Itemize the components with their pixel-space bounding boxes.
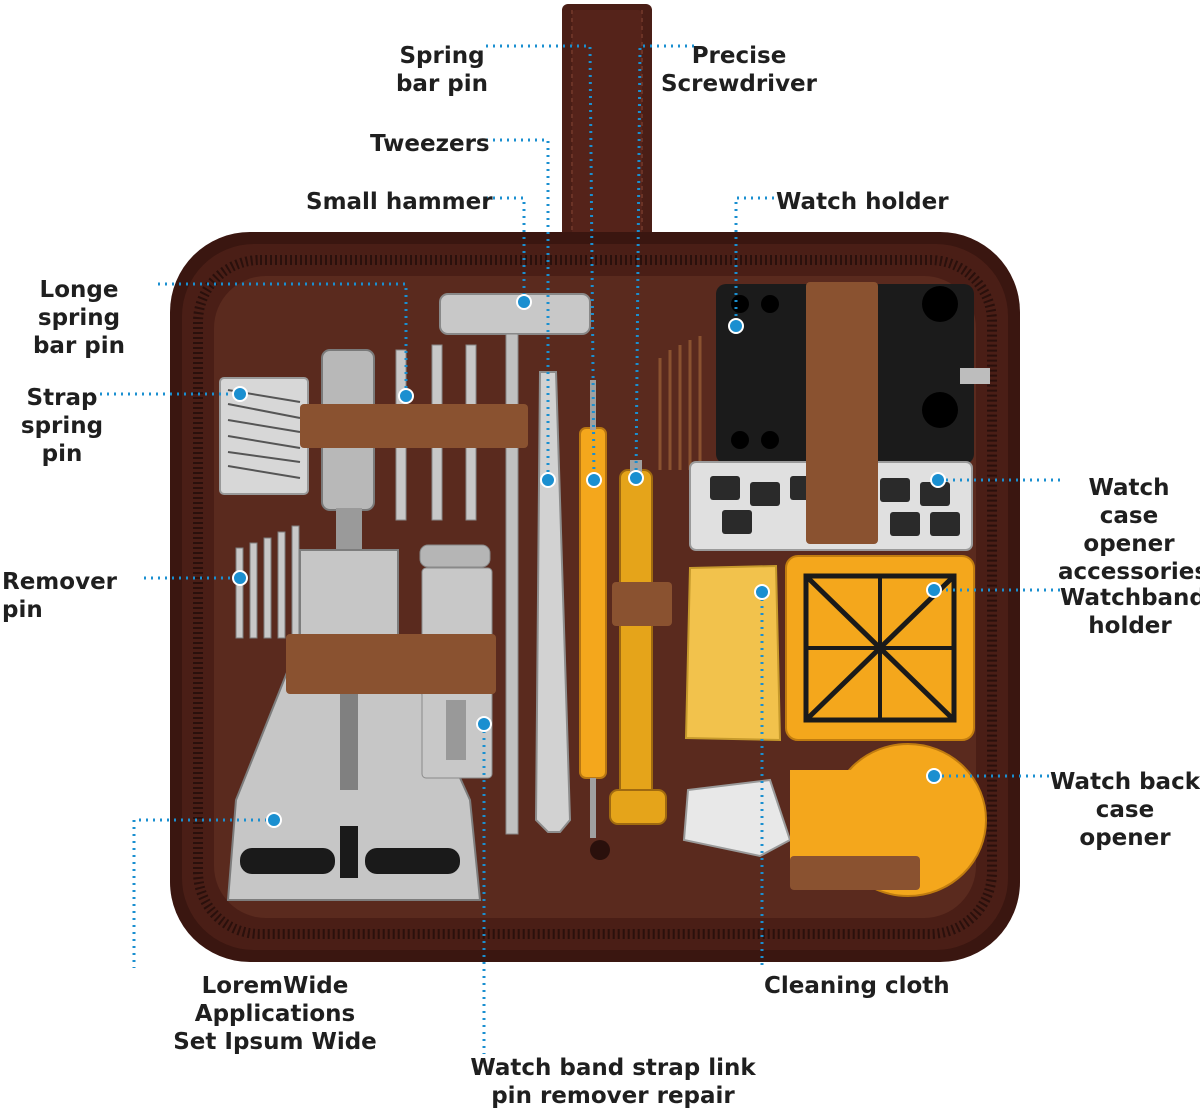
remover-pins [235, 525, 300, 639]
label-strap-spring-pin: Strap spring pin [20, 385, 104, 467]
label-watchband-holder: Watchband holder [1060, 585, 1200, 639]
watchband-holder [785, 555, 975, 741]
label-applications-set: LoremWide Applications Set Ipsum Wide [173, 973, 377, 1055]
label-precise-screwdriver: Precise Screwdriver [660, 43, 817, 97]
precise-screwdriver [609, 460, 667, 825]
label-tweezers: Tweezers [370, 131, 490, 157]
small-hammer [439, 293, 591, 835]
leader-lines [100, 44, 1060, 1054]
cleaning-cloth [684, 564, 782, 742]
label-watch-holder: Watch holder [776, 189, 949, 215]
label-small-hammer: Small hammer [306, 189, 493, 215]
label-spring-bar-pin: Spring bar pin [395, 43, 489, 97]
label-remover-pin: Remover pin [2, 569, 118, 623]
elastic-straps [286, 404, 920, 890]
holder-elastic-strap [806, 282, 878, 544]
label-cleaning-cloth: Cleaning cloth [764, 973, 950, 999]
label-watch-back-case-opener: Watch back case opener [1050, 769, 1200, 851]
spring-bar-tool [579, 380, 607, 838]
leader-dots [232, 294, 946, 828]
watch-back-case-opener [682, 743, 987, 897]
spare-pins [658, 336, 702, 470]
label-longe-spring-bar-pin: Longe spring bar pin [32, 277, 126, 359]
zipper-pull-icon [590, 840, 610, 860]
label-watch-band-remover: Watch band strap link pin remover repair [470, 1055, 756, 1109]
label-watch-case-opener-accessories: Watch case opener accessories [1058, 475, 1200, 585]
